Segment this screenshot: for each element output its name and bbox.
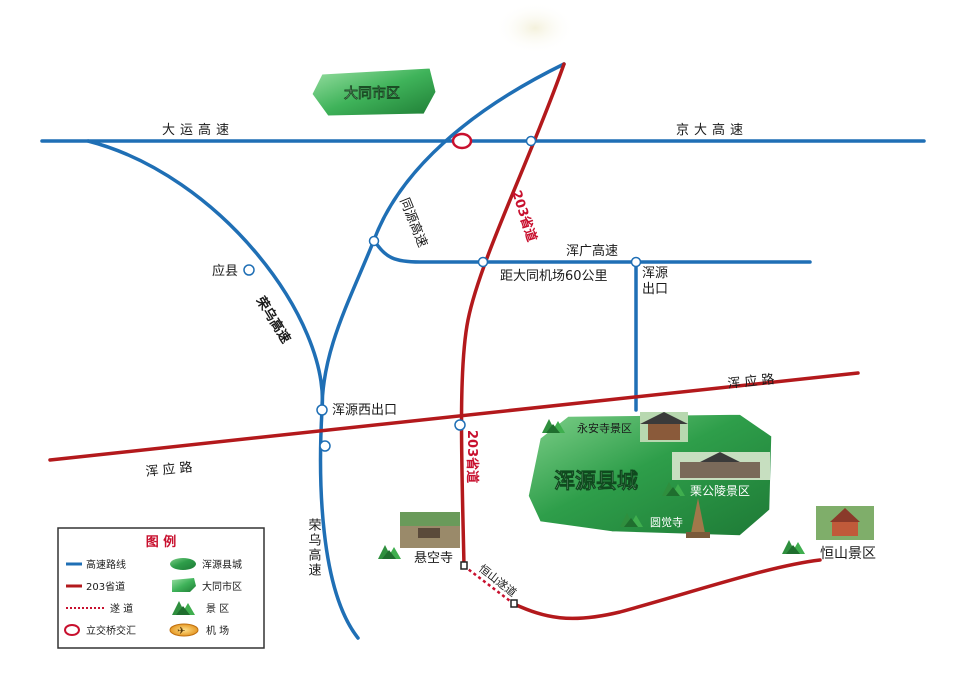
- hengshan-tunnel-label: 恒山遂道: [476, 561, 519, 599]
- node-jingda-203: [525, 135, 537, 147]
- legend-item-county: 浑源县城: [170, 558, 242, 571]
- scenic-xuankong[interactable]: 悬空寺: [378, 512, 460, 566]
- legend-title: 图 例: [146, 534, 177, 550]
- scenic-yongan[interactable]: 永安寺景区: [542, 412, 688, 442]
- interchange-ring-icon: [64, 624, 80, 636]
- hengshan-access-road: [512, 558, 822, 621]
- scenic-yuanjue-label: 圆觉寺: [650, 516, 683, 529]
- hunying-road-label-left: 浑应路: [145, 459, 197, 480]
- dayun-highway-label: 大运高速: [162, 122, 234, 138]
- legend-label: 立交桥交汇: [86, 624, 136, 637]
- hengshan-tunnel-line: [463, 565, 515, 605]
- legend-item-interchange: 立交桥交汇: [64, 624, 136, 637]
- hunyuan-exit-label-2: 出口: [642, 282, 668, 297]
- mountain-icon: [782, 540, 805, 554]
- datong-district-label: 大同市区: [344, 85, 400, 102]
- scenic-yuanjue[interactable]: 圆觉寺: [620, 498, 710, 538]
- legend-item-airport: ✈ 机 场: [169, 623, 229, 637]
- yingxian-label: 应县: [212, 263, 238, 279]
- hunyuan-exit-label-1: 浑源: [642, 266, 668, 281]
- scenic-hengshan[interactable]: 恒山景区: [782, 506, 876, 562]
- legend-item-tunnel: 遂 道: [66, 602, 133, 615]
- interchange-ring-icon: [451, 132, 473, 150]
- tongyuan-highway-label: 同源高速: [396, 196, 430, 250]
- scenic-ligongling-label: 栗公陵景区: [690, 484, 750, 498]
- tunnel-exit-marker: [510, 599, 518, 608]
- airport-distance-label: 距大同机场60公里: [500, 269, 608, 284]
- legend-label: 景 区: [206, 603, 229, 615]
- hunguang-highway: [372, 238, 812, 264]
- node-hunyuan-exit: [630, 256, 642, 268]
- airport-plane-icon: ✈: [177, 626, 185, 637]
- legend-box: [57, 527, 265, 649]
- node-rongwu-hunying: [319, 440, 331, 452]
- hunyuan-county-label: 浑源县城: [554, 469, 638, 493]
- tongyuan-highway: [320, 62, 566, 412]
- legend-label: 机 场: [206, 624, 229, 637]
- provincial-road-label-lower: 203省道: [464, 430, 480, 483]
- airport-oval-icon: [169, 623, 199, 637]
- node-tongyuan-hunguang: [368, 235, 380, 247]
- hunying-road: [48, 371, 860, 462]
- provincial-road-label-upper: 203省道: [508, 188, 540, 243]
- scenic-yongan-label: 永安寺景区: [577, 421, 632, 435]
- hunying-road-label-right: 浑应路: [727, 371, 779, 392]
- mountain-icon: [378, 545, 401, 559]
- node-203-hunying: [454, 419, 466, 431]
- tunnel-entrance-marker: [460, 561, 468, 570]
- county-shape-icon: [170, 558, 196, 570]
- legend-label: 遂 道: [110, 602, 133, 615]
- hunyuan-county-shape: [527, 413, 773, 537]
- cliff-temple-photo-icon: [400, 512, 460, 548]
- district-shape-icon: [172, 578, 196, 592]
- mausoleum-photo-icon: [672, 452, 770, 480]
- datong-district-shape: [311, 67, 437, 117]
- legend-item-district: 大同市区: [172, 578, 242, 593]
- node-yingxian: [243, 264, 255, 276]
- rongwu-highway-label-lower: 荣乌高速: [306, 518, 322, 578]
- jingda-highway-label: 京大高速: [676, 122, 748, 138]
- provincial-road-203: [459, 62, 566, 568]
- legend-label: 浑源县城: [202, 558, 242, 571]
- legend-item-highway: 高速路线: [66, 558, 126, 571]
- rongwu-highway-label-upper: 荣乌高速: [252, 293, 294, 346]
- hunyuan-west-exit-label: 浑源西出口: [332, 403, 397, 418]
- highway-network: [40, 62, 926, 640]
- legend-label: 203省道: [86, 580, 125, 593]
- scenic-ligongling[interactable]: 栗公陵景区: [662, 452, 770, 498]
- legend-label: 大同市区: [202, 580, 242, 593]
- temple-photo-icon: [640, 412, 688, 442]
- legend-item-provincial: 203省道: [66, 580, 125, 593]
- scenic-xuankong-label: 悬空寺: [414, 551, 453, 566]
- legend-item-scenic: 景 区: [172, 601, 229, 615]
- node-hunyuan-west-exit: [316, 404, 328, 416]
- scenic-hengshan-label: 恒山景区: [820, 546, 876, 562]
- mountain-temple-photo-icon: [816, 506, 874, 540]
- legend-label: 高速路线: [86, 558, 126, 571]
- legend: 图 例 高速路线 浑源县城 203省道 大同市区 遂 道 景 区 立交桥交汇: [57, 527, 265, 649]
- junction-nodes: [243, 135, 642, 452]
- background-glow: [495, 2, 575, 54]
- provincial-road-network: [48, 62, 860, 621]
- node-203-hunguang: [477, 256, 489, 268]
- hunguang-highway-label: 浑广高速: [566, 243, 618, 259]
- pagoda-photo-icon: [686, 498, 710, 538]
